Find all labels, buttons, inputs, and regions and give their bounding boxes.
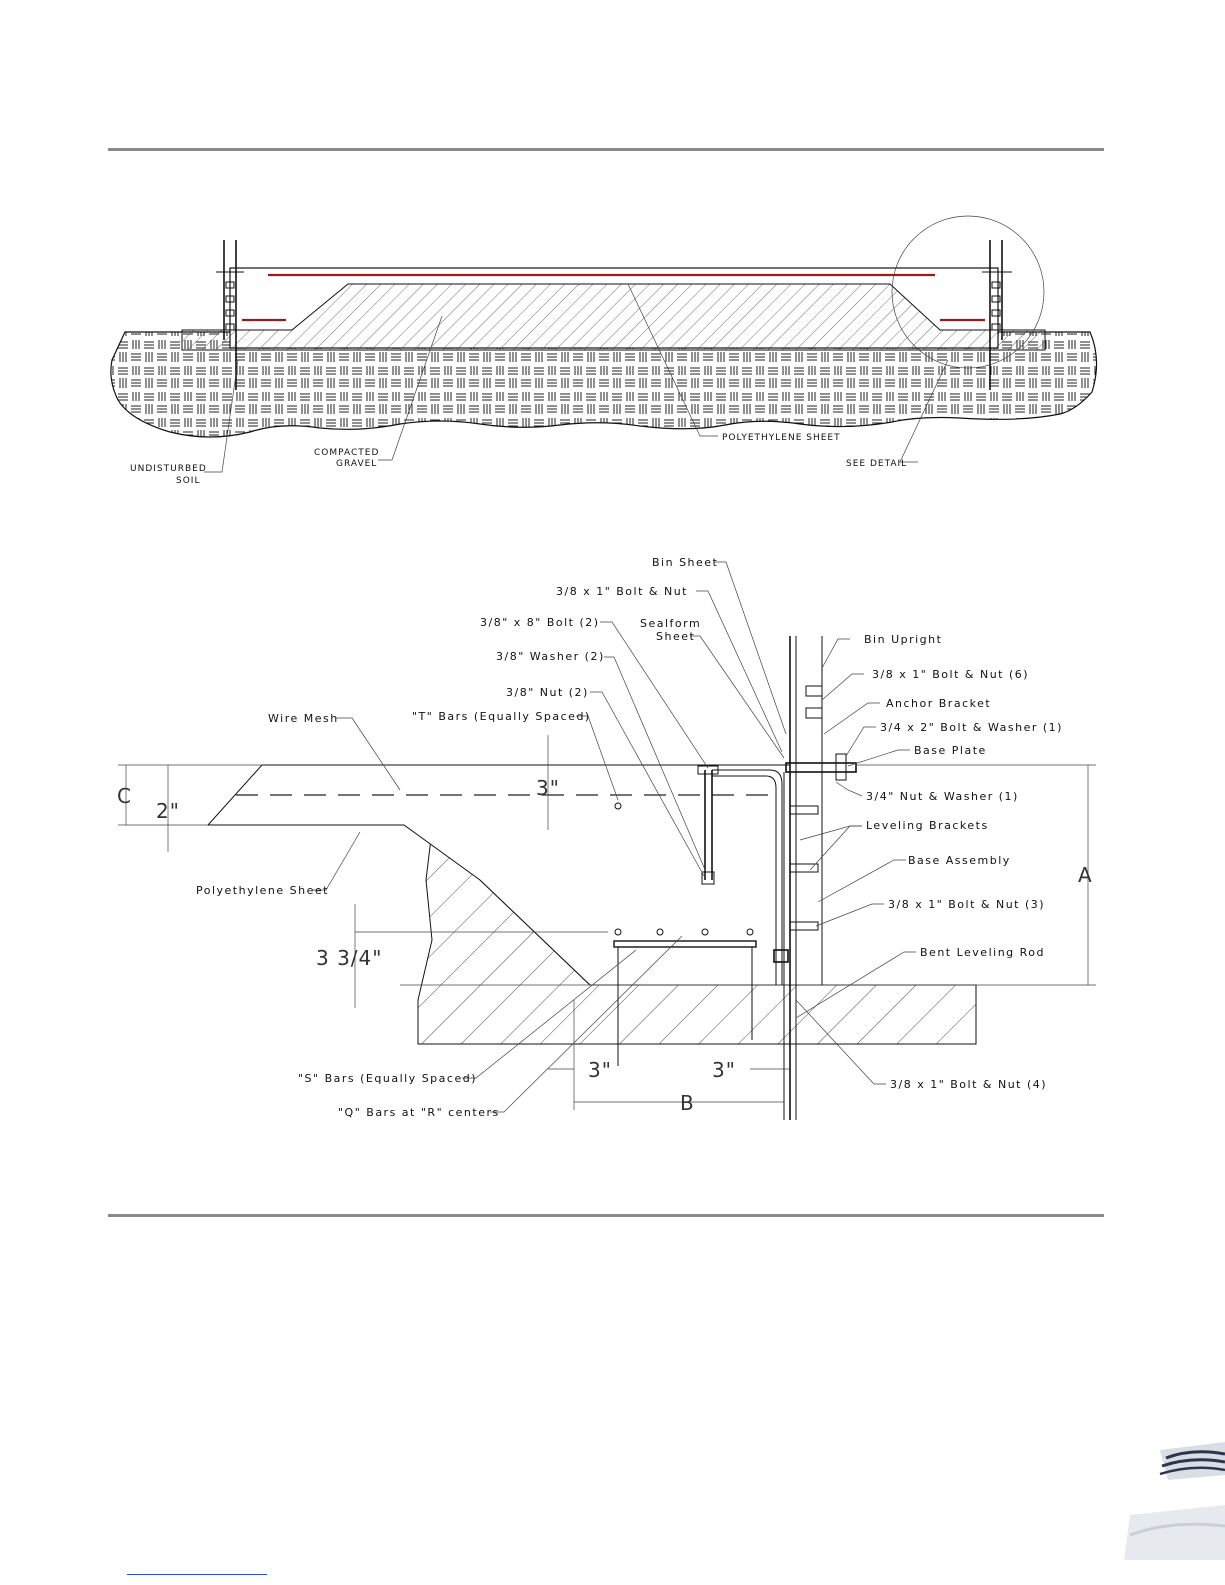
compacted-gravel-fill (181, 283, 1046, 351)
anchor-bolt-assembly (697, 765, 783, 985)
callout-anchor-bracket: Anchor Bracket (886, 697, 991, 710)
callout-nut-washer-1: 3/4" Nut & Washer (1) (866, 790, 1019, 803)
callout-nut: 3/8" Nut (2) (506, 686, 589, 699)
top-rule (108, 148, 1104, 151)
callout-bolt-nut-3: 3/8 x 1" Bolt & Nut (3) (888, 898, 1045, 911)
overview-leaders (204, 283, 949, 473)
detail-leaders (312, 561, 916, 1113)
callout-bolt-nut-top: 3/8 x 1" Bolt & Nut (556, 585, 688, 598)
detail-circle (891, 215, 1045, 369)
overview-section: UNDISTURBED SOIL COMPACTED GRAVEL POLYET… (110, 215, 1098, 486)
callout-bent-leveling-rod: Bent Leveling Rod (920, 946, 1045, 959)
dim-3-3-4: 3 3/4" (316, 946, 382, 970)
label-compacted-gravel-2: GRAVEL (336, 459, 377, 469)
callout-seal-form-2: Sheet (656, 630, 695, 643)
footer-link-underline[interactable] (127, 1574, 267, 1575)
label-see-detail: SEE DETAIL (846, 459, 907, 469)
dim-3in-left: 3" (588, 1058, 612, 1082)
callout-base-assembly: Base Assembly (908, 854, 1011, 867)
brand-logo (1124, 1442, 1225, 1560)
label-undisturbed-soil-2: SOIL (176, 476, 200, 486)
callout-base-plate: Base Plate (914, 744, 987, 757)
label-undisturbed-soil-1: UNDISTURBED (130, 464, 207, 474)
rebar-points (614, 802, 754, 936)
callout-bolt-8: 3/8" x 8" Bolt (2) (480, 616, 600, 629)
bin-upright-structure (773, 636, 857, 1120)
dim-3in-top: 3" (536, 776, 560, 800)
callout-bin-upright: Bin Upright (864, 633, 942, 646)
dim-2in: 2" (156, 799, 180, 823)
dim-a: A (1078, 863, 1093, 887)
callout-bin-sheet: Bin Sheet (652, 556, 718, 569)
dim-3in-right: 3" (712, 1058, 736, 1082)
detail-section: C 2" 3" 3 3/4" A 3" 3" B (117, 556, 1096, 1120)
wall-left (216, 240, 244, 390)
callout-washer: 3/8" Washer (2) (496, 650, 605, 663)
callout-bolt-nut-6: 3/8 x 1" Bolt & Nut (6) (872, 668, 1029, 681)
callout-bolt-nut-4: 3/8 x 1" Bolt & Nut (4) (890, 1078, 1047, 1091)
label-polyethylene-sheet-overview: POLYETHYLENE SHEET (722, 433, 841, 443)
callout-t-bars: "T" Bars (Equally Spaced) (412, 710, 591, 723)
label-compacted-gravel-1: COMPACTED (314, 448, 379, 458)
callout-polyethylene-sheet: Polyethylene Sheet (196, 884, 329, 897)
callout-seal-form-1: Sealform (640, 617, 701, 630)
bottom-rule (108, 1214, 1104, 1217)
dim-b: B (680, 1091, 695, 1115)
base-plate-bar (613, 940, 757, 948)
undisturbed-soil-area (110, 331, 1098, 438)
callout-wire-mesh: Wire Mesh (268, 712, 339, 725)
callout-bolt-washer-1: 3/4 x 2" Bolt & Washer (1) (880, 721, 1063, 734)
callout-q-bars: "Q" Bars at "R" centers (338, 1106, 500, 1119)
dimension-lines (118, 735, 1096, 1110)
dim-c: C (117, 784, 132, 808)
callout-leveling-brackets: Leveling Brackets (866, 819, 989, 832)
callout-s-bars: "S" Bars (Equally Spaced) (298, 1072, 477, 1085)
